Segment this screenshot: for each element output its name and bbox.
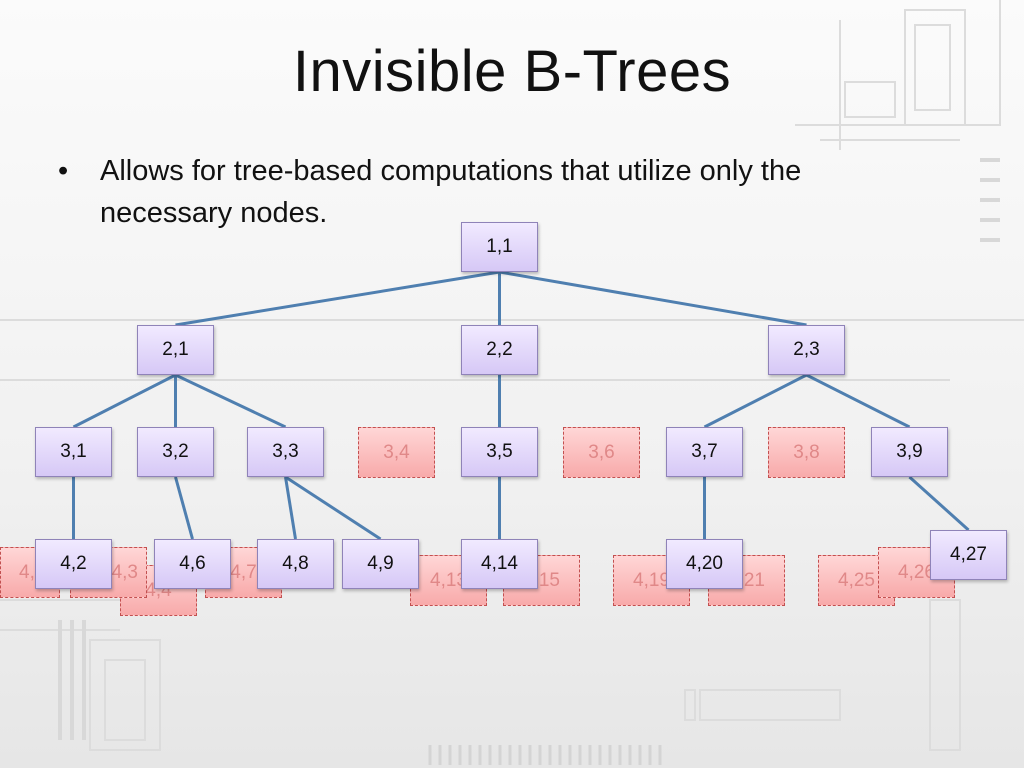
node-3-3: 3,3 [247,427,324,477]
node-3-2: 3,2 [137,427,214,477]
node-4-9: 4,9 [342,539,419,589]
edge-2-3-to-3-7 [703,373,808,429]
bullet-point-icon: • [58,155,69,187]
edge-3-3-to-4-8 [284,476,297,540]
node-3-7: 3,7 [666,427,743,477]
hidden-node-3-8: 3,8 [768,427,845,478]
node-2-2: 2,2 [461,325,538,375]
node-3-5: 3,5 [461,427,538,477]
node-2-3: 2,3 [768,325,845,375]
node-4-14: 4,14 [461,539,538,589]
edge-2-1-to-3-1 [72,373,177,429]
node-4-8: 4,8 [257,539,334,589]
node-4-2: 4,2 [35,539,112,589]
node-4-27: 4,27 [930,530,1007,580]
edge-3-3-to-4-9 [284,475,382,541]
edge-1-1-to-2-3 [499,270,807,327]
edge-3-9-to-4-27 [908,475,970,532]
edge-2-1-to-3-3 [174,373,287,429]
node-1-1: 1,1 [461,222,538,272]
edge-2-3-to-3-9 [805,373,911,429]
edge-3-2-to-4-6 [174,476,194,540]
node-4-6: 4,6 [154,539,231,589]
hidden-node-3-4: 3,4 [358,427,435,478]
node-3-9: 3,9 [871,427,948,477]
bullet-text: Allows for tree-based computations that … [100,155,802,229]
node-3-1: 3,1 [35,427,112,477]
node-4-20: 4,20 [666,539,743,589]
slide-title: Invisible B-Trees [292,39,732,104]
node-2-1: 2,1 [137,325,214,375]
hidden-node-3-6: 3,6 [563,427,640,478]
edge-1-1-to-2-1 [175,270,500,327]
